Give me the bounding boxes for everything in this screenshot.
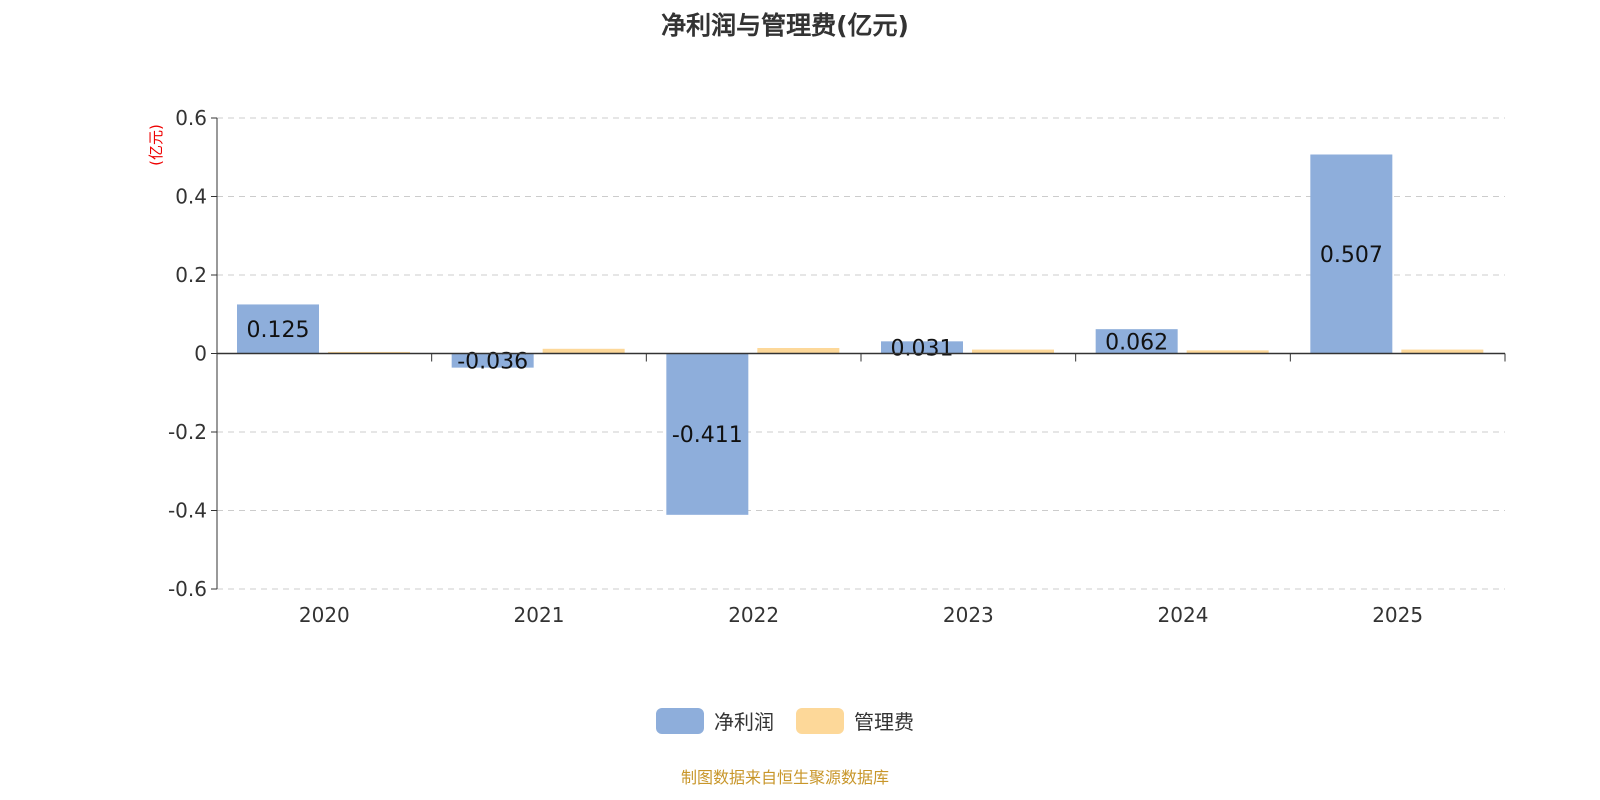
x-tick-label: 2021 [514, 603, 565, 627]
x-tick-label: 2025 [1372, 603, 1423, 627]
bar-net-profit [881, 341, 963, 354]
y-tick-label: 0 [194, 342, 207, 366]
bar-admin-expense [757, 348, 840, 354]
source-note: 制图数据来自恒生聚源数据库 [680, 768, 889, 787]
x-tick-label: 2022 [728, 603, 779, 627]
bar-admin-expense [1401, 349, 1484, 354]
legend-label: 管理费 [854, 710, 914, 734]
x-tick-label: 2023 [943, 603, 994, 627]
legend-swatch [796, 707, 844, 734]
bar-net-profit [237, 304, 319, 354]
bar-admin-expense [972, 349, 1054, 354]
bar-net-profit [1095, 329, 1178, 354]
y-tick-label: 0.2 [175, 263, 207, 287]
bar-net-profit [666, 353, 749, 515]
y-tick-label: -0.4 [168, 499, 207, 523]
data-label: -0.411 [672, 423, 743, 448]
y-axis-label: (亿元) [147, 124, 165, 166]
bar-net-profit [451, 353, 534, 368]
bar-admin-expense [1186, 350, 1269, 354]
y-tick-label: -0.2 [168, 420, 207, 444]
data-label: 0.507 [1320, 243, 1383, 268]
data-label: 0.125 [247, 318, 310, 343]
y-tick-label: 0.6 [175, 106, 207, 130]
legend-item-net-profit[interactable]: 净利润 [656, 706, 774, 735]
chart-title: 净利润与管理费(亿元) [661, 11, 909, 40]
x-tick-label: 2024 [1158, 603, 1209, 627]
data-label: 0.031 [891, 336, 954, 361]
legend-label: 净利润 [714, 710, 774, 734]
bar-admin-expense [542, 348, 625, 354]
legend-swatch [656, 707, 704, 734]
bar-net-profit [1310, 154, 1393, 354]
y-tick-label: 0.4 [175, 185, 207, 209]
x-tick-label: 2020 [299, 603, 350, 627]
bar-admin-expense [328, 351, 410, 354]
y-tick-label: -0.6 [168, 577, 207, 601]
legend: 净利润 管理费 [0, 706, 1570, 735]
data-label: 0.062 [1105, 330, 1168, 355]
legend-item-admin-expense[interactable]: 管理费 [796, 706, 914, 735]
